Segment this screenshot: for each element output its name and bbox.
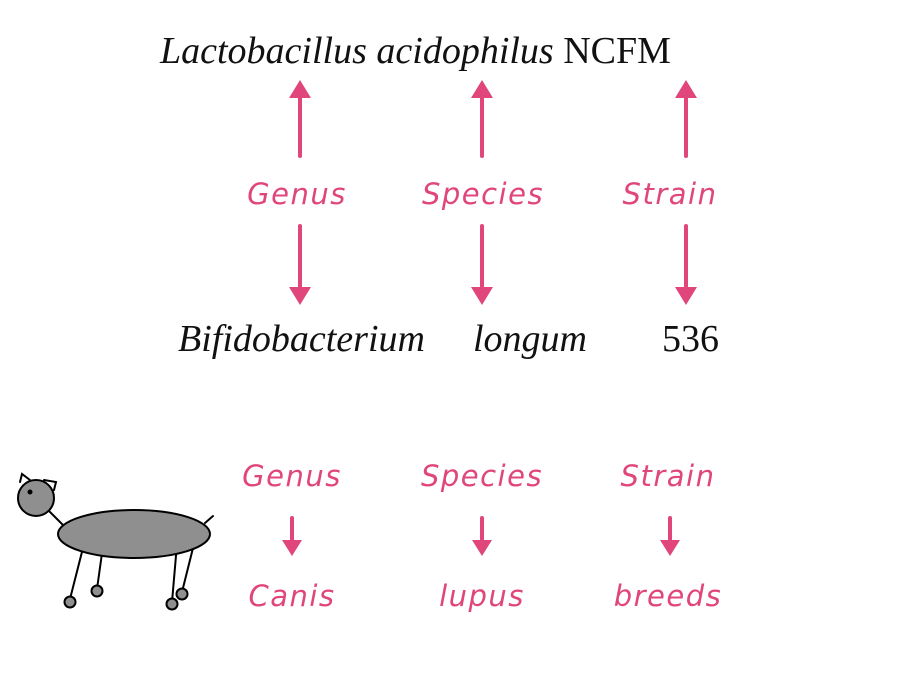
- label-genus-upper: Genus: [247, 177, 347, 211]
- arrow-small-species: [472, 516, 492, 556]
- dog-paw: [63, 595, 77, 609]
- arrow-down-species: [471, 224, 493, 305]
- label-strain-lower: Strain: [620, 459, 716, 493]
- bottom-strain: 536: [662, 318, 719, 360]
- arrow-up-strain-head: [675, 80, 697, 98]
- arrow-up-genus: [289, 80, 311, 158]
- dog-ear-left: [19, 472, 31, 483]
- label-species-lower: Species: [420, 459, 544, 493]
- dog-tail: [204, 515, 214, 524]
- label-genus-lower: Genus: [242, 459, 342, 493]
- arrow-up-species-head: [471, 80, 493, 98]
- dog-paw: [90, 584, 104, 598]
- dog-paw: [165, 597, 179, 611]
- top-organism-name: Lactobacillus acidophilus NCFM: [160, 32, 671, 70]
- arrow-down-genus-head: [289, 287, 311, 305]
- arrow-down-species-head: [471, 287, 493, 305]
- top-species: acidophilus: [376, 30, 554, 72]
- dog-strain: breeds: [613, 579, 723, 613]
- dog-head: [17, 479, 55, 517]
- dog-ear-right: [43, 479, 58, 491]
- label-strain-upper: Strain: [622, 177, 718, 211]
- arrow-up-genus-head: [289, 80, 311, 98]
- arrow-small-species-head: [472, 540, 492, 556]
- top-strain: NCFM: [563, 30, 671, 72]
- arrow-down-strain: [675, 224, 697, 305]
- arrow-up-strain: [675, 80, 697, 158]
- label-species-upper: Species: [421, 177, 545, 211]
- arrow-up-species: [471, 80, 493, 158]
- arrow-small-strain-head: [660, 540, 680, 556]
- dog-eye: [27, 489, 33, 495]
- arrow-small-strain: [660, 516, 680, 556]
- arrow-small-genus-head: [282, 540, 302, 556]
- bottom-species: longum: [473, 318, 587, 360]
- dog-illustration: [17, 472, 214, 611]
- arrow-down-strain-head: [675, 287, 697, 305]
- arrow-small-genus: [282, 516, 302, 556]
- dog-species: lupus: [439, 579, 525, 613]
- bottom-genus: Bifidobacterium: [178, 318, 425, 360]
- dog-paw: [175, 587, 189, 601]
- dog-genus: Canis: [248, 579, 336, 613]
- arrow-down-genus: [289, 224, 311, 305]
- dog-body: [57, 509, 211, 559]
- top-genus: Lactobacillus: [160, 30, 367, 72]
